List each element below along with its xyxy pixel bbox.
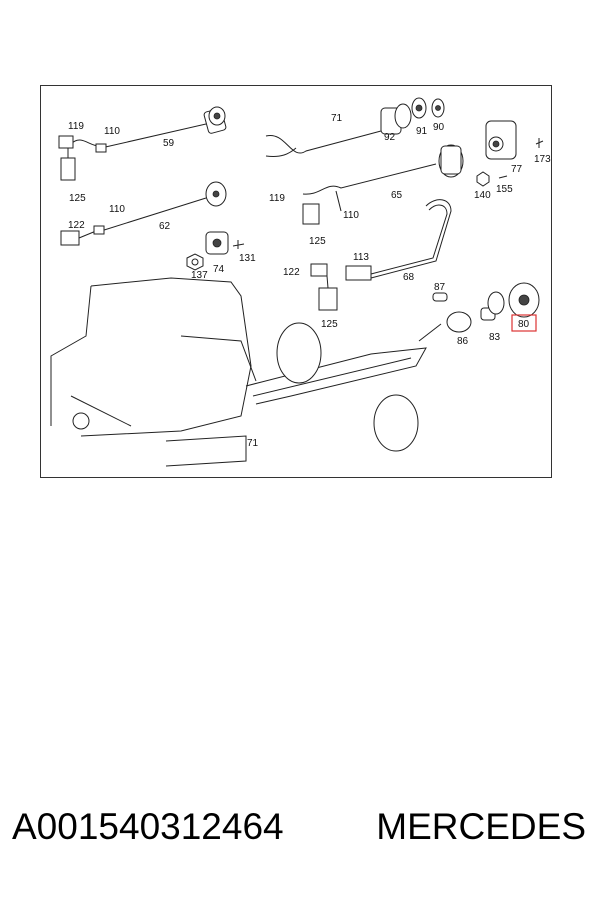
callout-131: 131 bbox=[239, 253, 256, 264]
callout-91: 91 bbox=[416, 126, 428, 137]
harness-62 bbox=[60, 181, 227, 246]
callout-71: 71 bbox=[331, 113, 343, 124]
callout-71: 71 bbox=[247, 438, 259, 449]
callout-62: 62 bbox=[159, 221, 171, 232]
callout-59: 59 bbox=[163, 138, 175, 149]
callout-122: 122 bbox=[283, 267, 300, 278]
callout-68: 68 bbox=[403, 272, 415, 283]
callout-110: 110 bbox=[109, 204, 125, 215]
callout-113: 113 bbox=[353, 252, 369, 263]
callout-87: 87 bbox=[434, 282, 446, 293]
exploded-view-drawing: 119 110 59 125 122 110 62 137 74 131 71 … bbox=[50, 97, 551, 467]
harness-71 bbox=[265, 97, 445, 157]
callout-77: 77 bbox=[511, 164, 523, 175]
callout-74: 74 bbox=[213, 264, 225, 275]
callout-90: 90 bbox=[433, 122, 445, 133]
callout-122: 122 bbox=[68, 220, 85, 231]
harness-65 bbox=[302, 144, 464, 225]
callout-125: 125 bbox=[69, 193, 86, 204]
callout-110: 110 bbox=[104, 126, 120, 137]
callout-125: 125 bbox=[321, 319, 338, 330]
harness-59 bbox=[58, 106, 227, 181]
footer: A001540312464 MERCEDES bbox=[0, 806, 600, 866]
callout-125: 125 bbox=[309, 236, 326, 247]
part-number: A001540312464 bbox=[12, 806, 284, 847]
parts-diagram: 119 110 59 125 122 110 62 137 74 131 71 … bbox=[40, 85, 552, 478]
callout-173: 173 bbox=[534, 154, 551, 165]
lamp-housing-77 bbox=[476, 120, 544, 187]
small-parts bbox=[186, 231, 245, 271]
truck-outline bbox=[50, 277, 442, 467]
callout-119: 119 bbox=[269, 193, 285, 204]
bulb-parts bbox=[432, 282, 540, 333]
callout-86: 86 bbox=[457, 336, 469, 347]
callout-140: 140 bbox=[474, 190, 491, 201]
callout-137: 137 bbox=[191, 270, 208, 281]
callout-83: 83 bbox=[489, 332, 501, 343]
callout-92: 92 bbox=[384, 132, 396, 143]
callout-155: 155 bbox=[496, 184, 513, 195]
callout-110: 110 bbox=[343, 210, 359, 221]
callout-65: 65 bbox=[391, 190, 403, 201]
callout-119: 119 bbox=[68, 121, 84, 132]
brand-name: MERCEDES bbox=[376, 806, 586, 847]
harness-68 bbox=[310, 199, 452, 311]
callout-80-highlighted: 80 bbox=[518, 319, 530, 330]
